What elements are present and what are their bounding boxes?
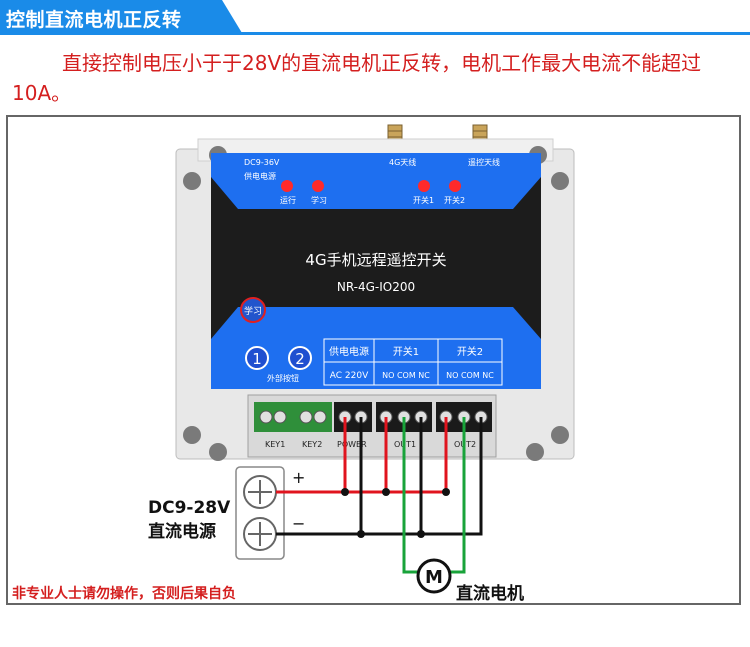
header-divider [0,32,750,35]
mount-hole [183,172,201,190]
led-run-label: 运行 [280,195,296,205]
section-title: 控制直流电机正反转 [6,9,182,31]
plus-sign: + [292,468,305,487]
description-text: 直接控制电压小于于28V的直流电机正反转，电机工作最大电流不能超过10A。 [12,51,702,105]
legend-switch2-header: 开关2 [457,345,483,358]
led-switch1-label: 开关1 [413,195,434,205]
learn-button-label: 学习 [244,305,262,317]
led-run [281,180,293,192]
led-learn-label: 学习 [311,195,327,205]
device-bottom-panel [211,307,541,389]
mount-hole [526,443,544,461]
learn-button [240,297,266,323]
ext-buttons-label: 外部按钮 [267,373,299,383]
motor-symbol: M [425,567,443,588]
device-top-panel [211,153,541,209]
ext-button-1 [245,346,269,370]
ext-button-2 [288,346,312,370]
power-cn-label: 供电电源 [244,171,276,181]
wiring-diagram: DC9-36V 供电电源 4G天线 遥控天线 运行 学习 开关1 开关2 4G手… [175,124,575,594]
device-name: 4G手机远程遥控开关 [305,251,446,269]
header-tab-shape [0,0,242,33]
led-switch2-label: 开关2 [444,195,465,205]
legend-power-header: 供电电源 [329,345,369,358]
ext-button-2-label: 2 [295,350,305,368]
wiring-diagram-panel: DC9-36V 供电电源 4G天线 遥控天线 运行 学习 开关1 开关2 4G手… [6,115,741,605]
legend-power-sub: AC 220V [330,371,369,381]
label-key2: KEY2 [302,440,322,449]
minus-sign: − [292,514,305,533]
dc-source-name: 直流电源 [148,522,216,542]
mount-hole [183,426,201,444]
legend-switch1-header: 开关1 [393,345,419,358]
mount-hole [551,426,569,444]
label-key1: KEY1 [265,440,285,449]
antenna-remote-label: 遥控天线 [468,157,500,167]
ext-button-1-label: 1 [252,350,262,368]
power-spec-label: DC9-36V [244,158,280,167]
section-header-tab: 控制直流电机正反转 [0,0,242,34]
dc-source-voltage: DC9-28V [148,498,231,518]
device-model: NR-4G-IO200 [337,280,415,294]
led-switch2 [449,180,461,192]
wiring [276,417,483,574]
label-power: POWER [337,440,367,449]
dc-source-label: DC9-28V 直流电源 [148,496,230,544]
led-switch1 [418,180,430,192]
led-learn [312,180,324,192]
legend-switch1-sub: NO COM NC [382,371,430,380]
antenna-4g-label: 4G天线 [389,157,416,167]
mount-hole [209,443,227,461]
warning-text: 非专业人士请勿操作，否则后果自负 [12,586,236,602]
motor-label: 直流电机 [456,584,524,604]
mount-hole [551,172,569,190]
motor-icon [416,558,452,594]
legend-switch2-sub: NO COM NC [446,371,494,380]
